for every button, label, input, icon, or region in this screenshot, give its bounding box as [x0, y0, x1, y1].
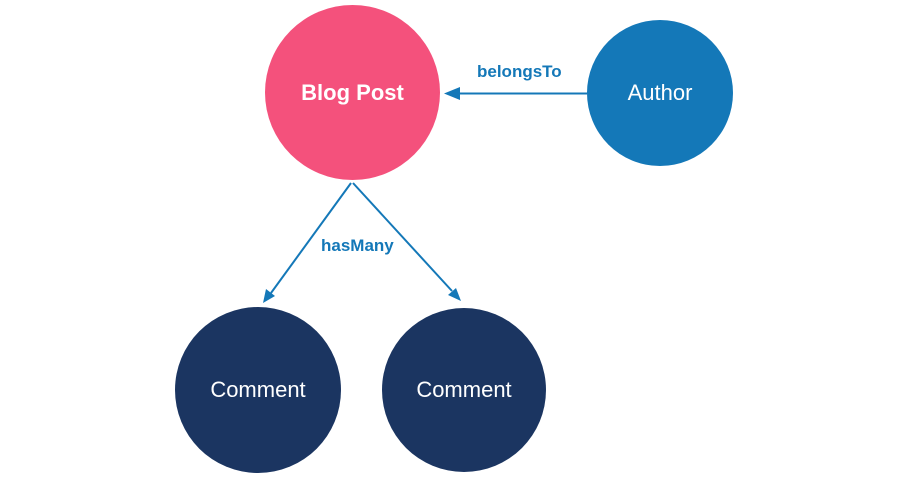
has-many-right-line [352, 182, 453, 292]
node-blog-post-label: Blog Post [301, 79, 404, 105]
has-many-left-arrowhead [263, 289, 275, 303]
node-author-label: Author [627, 80, 693, 105]
node-comment-2-label: Comment [416, 377, 512, 402]
edge-label-has-many: hasMany [321, 236, 394, 255]
node-comment-1: Comment [175, 307, 341, 473]
node-comment-2: Comment [382, 308, 546, 472]
edge-label-belongs-to: belongsTo [477, 62, 562, 81]
edge-belongs-to [444, 87, 587, 100]
node-blog-post: Blog Post [265, 5, 440, 180]
node-comment-1-label: Comment [210, 377, 306, 402]
edge-has-many-right [352, 182, 461, 301]
node-author: Author [587, 20, 733, 166]
has-many-right-arrowhead [448, 288, 461, 301]
has-many-left-line [270, 182, 352, 294]
edge-has-many-left [263, 182, 352, 303]
belongs-to-arrowhead [444, 87, 460, 100]
